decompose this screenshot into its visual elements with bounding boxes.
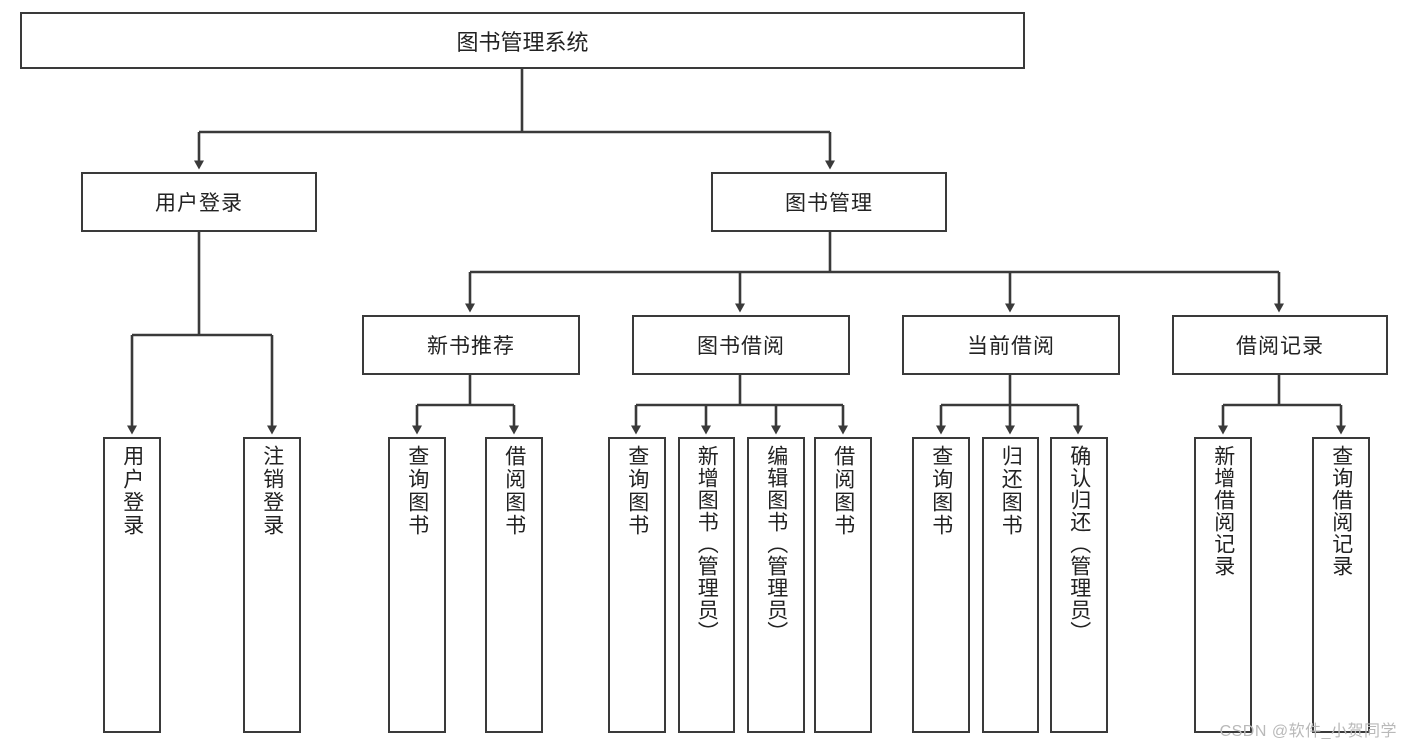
- leaf-record-query[interactable]: 查询借阅记录: [1312, 437, 1370, 733]
- node-current-borrow[interactable]: 当前借阅: [902, 315, 1120, 375]
- leaf-current-return-book[interactable]: 归还图书: [982, 437, 1039, 733]
- node-label: 编辑图书（管理员）: [764, 445, 788, 643]
- leaf-logout[interactable]: 注销登录: [243, 437, 301, 733]
- leaf-current-query-book[interactable]: 查询图书: [912, 437, 970, 733]
- node-label: 查询图书: [625, 445, 649, 537]
- node-label: 新书推荐: [427, 335, 515, 358]
- node-label: 注销登录: [260, 445, 284, 537]
- node-label: 图书管理: [785, 192, 873, 215]
- node-label: 新增借阅记录: [1211, 445, 1235, 577]
- node-book-borrow[interactable]: 图书借阅: [632, 315, 850, 375]
- node-new-book-recommend[interactable]: 新书推荐: [362, 315, 580, 375]
- leaf-borrow-borrow-book[interactable]: 借阅图书: [814, 437, 872, 733]
- node-label: 归还图书: [999, 445, 1023, 537]
- node-book-manage[interactable]: 图书管理: [711, 172, 947, 232]
- node-label: 用户登录: [120, 445, 144, 537]
- node-label: 新增图书（管理员）: [695, 445, 719, 643]
- node-label: 用户登录: [155, 192, 243, 215]
- node-label: 图书管理系统: [456, 29, 589, 55]
- leaf-user-login[interactable]: 用户登录: [103, 437, 161, 733]
- node-label: 当前借阅: [967, 335, 1055, 358]
- leaf-borrow-edit-book[interactable]: 编辑图书（管理员）: [747, 437, 805, 733]
- node-label: 借阅记录: [1236, 335, 1324, 358]
- leaf-current-confirm-return[interactable]: 确认归还（管理员）: [1050, 437, 1108, 733]
- node-label: 借阅图书: [831, 445, 855, 537]
- watermark-text: CSDN @软件_小贺同学: [1219, 723, 1397, 740]
- node-label: 查询借阅记录: [1329, 445, 1353, 577]
- leaf-borrow-query-book[interactable]: 查询图书: [608, 437, 666, 733]
- node-label: 查询图书: [405, 445, 429, 537]
- node-label: 查询图书: [929, 445, 953, 537]
- leaf-recommend-borrow-book[interactable]: 借阅图书: [485, 437, 543, 733]
- node-user-login[interactable]: 用户登录: [81, 172, 317, 232]
- leaf-record-add[interactable]: 新增借阅记录: [1194, 437, 1252, 733]
- node-label: 借阅图书: [502, 445, 526, 537]
- node-label: 图书借阅: [697, 335, 785, 358]
- leaf-recommend-query-book[interactable]: 查询图书: [388, 437, 446, 733]
- node-root-system[interactable]: 图书管理系统: [20, 12, 1025, 69]
- node-label: 确认归还（管理员）: [1067, 445, 1091, 643]
- leaf-borrow-add-book[interactable]: 新增图书（管理员）: [678, 437, 735, 733]
- node-borrow-record[interactable]: 借阅记录: [1172, 315, 1388, 375]
